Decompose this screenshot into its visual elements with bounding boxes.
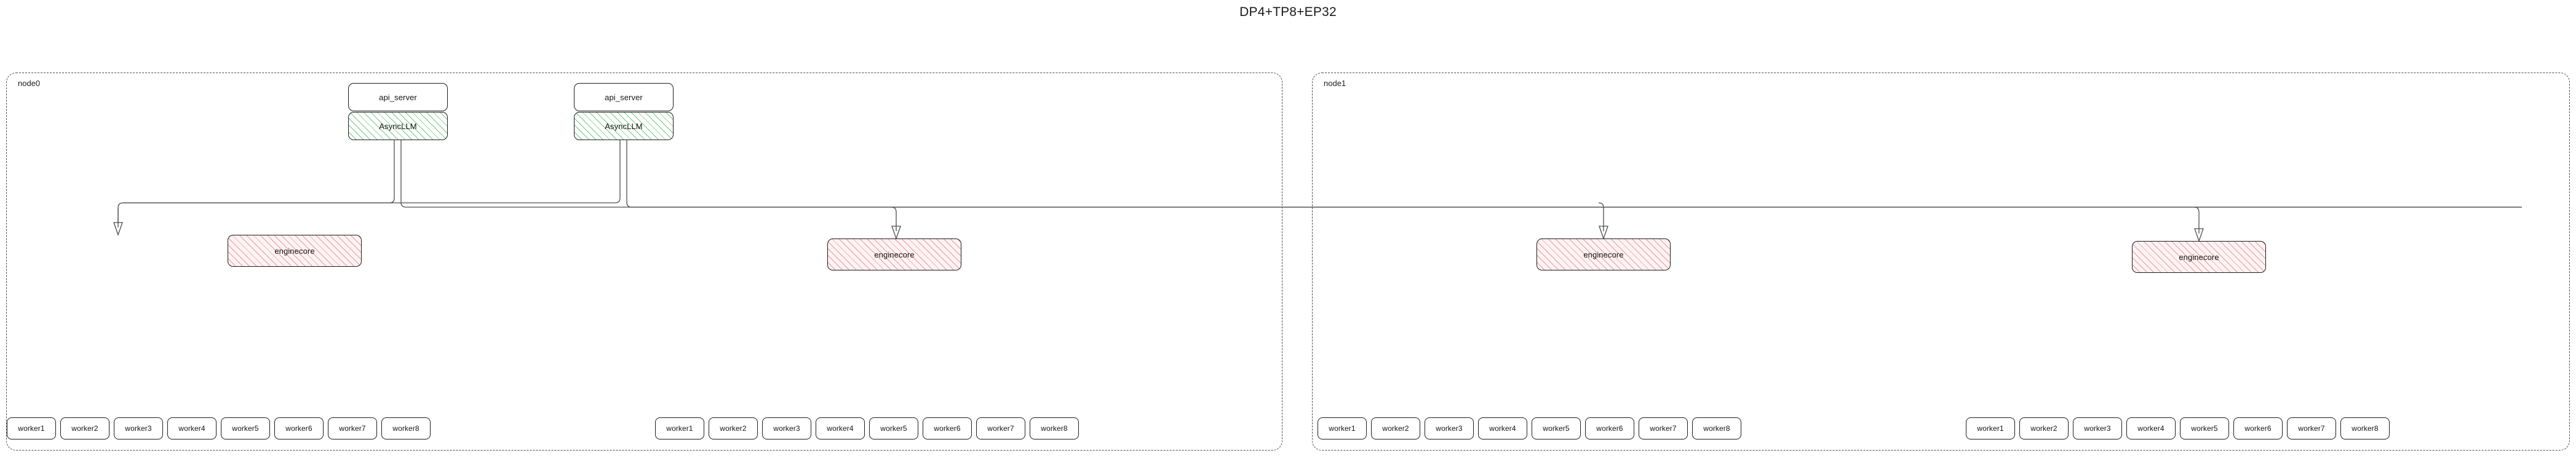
worker-box-node1-g0-worker7-label: worker7 [1650,424,1677,433]
worker-box-node0-g1-worker2-label: worker2 [720,424,747,433]
worker-box-node0-g1-worker7[interactable]: worker7 [976,417,1025,439]
worker-box-node0-g1-worker7-label: worker7 [987,424,1014,433]
node-cluster-node1: node1 [1312,73,2570,451]
worker-box-node0-g0-worker6-label: worker6 [285,424,312,433]
engine-core-box-node1-0-label: enginecore [1583,250,1624,259]
worker-box-node0-g0-worker1-label: worker1 [18,424,45,433]
worker-box-node0-g1-worker1-label: worker1 [666,424,693,433]
worker-box-node1-g1-worker5[interactable]: worker5 [2180,417,2229,439]
worker-box-node0-g0-worker2[interactable]: worker2 [60,417,109,439]
worker-box-node1-g1-worker3-label: worker3 [2084,424,2111,433]
worker-box-node0-g1-worker4-label: worker4 [827,424,854,433]
async-llm-box-node0-1-label: AsyncLLM [605,121,643,131]
worker-box-node0-g1-worker8-label: worker8 [1041,424,1068,433]
worker-box-node1-g1-worker8[interactable]: worker8 [2340,417,2390,439]
worker-box-node1-g1-worker6-label: worker6 [2244,424,2272,433]
async-llm-box-node0-0[interactable]: AsyncLLM [348,112,448,140]
worker-box-node1-g1-worker1[interactable]: worker1 [1966,417,2015,439]
api-server-box-node0-1[interactable]: api_server [574,83,674,111]
worker-box-node1-g0-worker4-label: worker4 [1489,424,1516,433]
worker-box-node1-g1-worker5-label: worker5 [2191,424,2218,433]
worker-box-node0-g1-worker1[interactable]: worker1 [655,417,704,439]
worker-box-node1-g0-worker8[interactable]: worker8 [1692,417,1741,439]
worker-box-node0-g0-worker3[interactable]: worker3 [114,417,163,439]
engine-core-box-node1-1[interactable]: enginecore [2132,241,2266,273]
async-llm-box-node0-0-label: AsyncLLM [379,121,417,131]
api-server-box-node0-1-label: api_server [605,92,643,102]
engine-core-box-node1-1-label: enginecore [2179,252,2219,262]
worker-box-node1-g0-worker2-label: worker2 [1382,424,1409,433]
worker-box-node1-g0-worker1[interactable]: worker1 [1318,417,1367,439]
worker-box-node1-g0-worker6[interactable]: worker6 [1585,417,1634,439]
worker-box-node0-g1-worker5-label: worker5 [880,424,907,433]
worker-box-node0-g0-worker2-label: worker2 [71,424,98,433]
worker-box-node1-g1-worker7[interactable]: worker7 [2287,417,2336,439]
worker-box-node1-g1-worker1-label: worker1 [1977,424,2004,433]
worker-box-node1-g0-worker5[interactable]: worker5 [1532,417,1581,439]
api-server-box-node0-0-label: api_server [379,92,417,102]
worker-box-node0-g0-worker4-label: worker4 [178,424,205,433]
worker-box-node1-g1-worker7-label: worker7 [2298,424,2325,433]
worker-box-node1-g1-worker3[interactable]: worker3 [2073,417,2122,439]
worker-box-node0-g0-worker5[interactable]: worker5 [221,417,270,439]
async-llm-box-node0-1[interactable]: AsyncLLM [574,112,674,140]
worker-box-node1-g0-worker7[interactable]: worker7 [1639,417,1688,439]
worker-box-node0-g1-worker4[interactable]: worker4 [816,417,865,439]
worker-box-node0-g1-worker8[interactable]: worker8 [1030,417,1079,439]
worker-box-node0-g0-worker8-label: worker8 [392,424,419,433]
worker-box-node0-g1-worker2[interactable]: worker2 [709,417,758,439]
worker-box-node0-g0-worker7-label: worker7 [339,424,366,433]
worker-box-node0-g1-worker6-label: worker6 [934,424,961,433]
worker-box-node1-g0-worker1-label: worker1 [1329,424,1356,433]
worker-box-node1-g1-worker4[interactable]: worker4 [2126,417,2176,439]
worker-box-node1-g1-worker4-label: worker4 [2137,424,2165,433]
worker-box-node0-g0-worker3-label: worker3 [125,424,152,433]
worker-box-node0-g0-worker8[interactable]: worker8 [381,417,431,439]
worker-box-node0-g1-worker3[interactable]: worker3 [762,417,811,439]
worker-box-node1-g0-worker6-label: worker6 [1596,424,1623,433]
worker-box-node0-g0-worker5-label: worker5 [232,424,259,433]
worker-box-node1-g1-worker6[interactable]: worker6 [2233,417,2283,439]
engine-core-box-node0-0[interactable]: enginecore [228,235,362,267]
page-title: DP4+TP8+EP32 [1239,5,1337,19]
engine-core-box-node1-0[interactable]: enginecore [1536,238,1671,270]
worker-box-node1-g0-worker3[interactable]: worker3 [1425,417,1474,439]
worker-box-node1-g0-worker2[interactable]: worker2 [1371,417,1420,439]
worker-box-node1-g0-worker5-label: worker5 [1543,424,1570,433]
worker-box-node1-g0-worker8-label: worker8 [1703,424,1730,433]
engine-core-box-node0-1-label: enginecore [874,250,915,259]
worker-box-node0-g1-worker6[interactable]: worker6 [923,417,972,439]
node-label-node1: node1 [1324,79,1346,88]
worker-box-node1-g1-worker2[interactable]: worker2 [2019,417,2069,439]
node-cluster-node0: node0 [6,73,1282,451]
worker-box-node0-g1-worker5[interactable]: worker5 [869,417,918,439]
api-server-box-node0-0[interactable]: api_server [348,83,448,111]
worker-box-node0-g1-worker3-label: worker3 [773,424,800,433]
worker-box-node0-g0-worker4[interactable]: worker4 [167,417,217,439]
worker-box-node1-g1-worker8-label: worker8 [2351,424,2379,433]
node-label-node0: node0 [18,79,41,88]
engine-core-box-node0-0-label: enginecore [274,246,315,256]
worker-box-node1-g0-worker4[interactable]: worker4 [1478,417,1527,439]
worker-box-node0-g0-worker6[interactable]: worker6 [274,417,324,439]
worker-box-node1-g1-worker2-label: worker2 [2030,424,2057,433]
worker-box-node0-g0-worker7[interactable]: worker7 [328,417,377,439]
worker-box-node1-g0-worker3-label: worker3 [1436,424,1463,433]
worker-box-node0-g0-worker1[interactable]: worker1 [7,417,56,439]
engine-core-box-node0-1[interactable]: enginecore [827,238,961,270]
